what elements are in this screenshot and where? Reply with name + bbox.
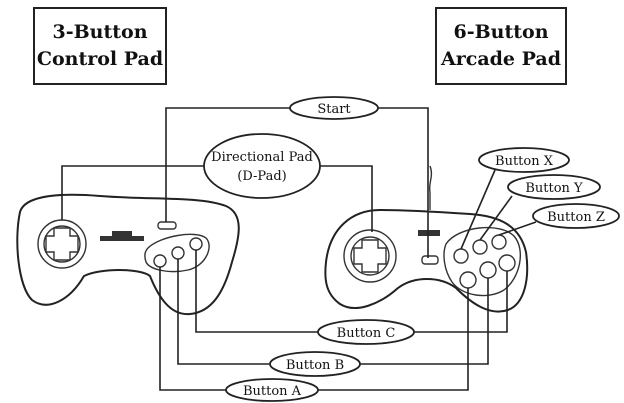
button-x-label: Button X xyxy=(495,154,554,169)
three-button-dpad-ring-inner xyxy=(43,225,81,263)
button-y-oval xyxy=(507,174,601,200)
label-button-z: Button Z xyxy=(532,203,620,229)
label-button-y: Button Y xyxy=(507,174,601,200)
button-b-line-left xyxy=(177,259,270,365)
three-button-box-frame xyxy=(33,7,167,85)
dpad-oval xyxy=(203,133,321,199)
start-oval xyxy=(289,96,379,120)
button-y-line xyxy=(479,195,513,241)
six-button-title-line1: 6-Button xyxy=(453,21,548,43)
label-button-a: Button A xyxy=(225,378,319,402)
three-button-controller xyxy=(16,193,240,316)
button-c-line-right xyxy=(414,271,508,333)
button-x-line xyxy=(460,169,496,250)
dpad-line-right xyxy=(320,165,373,232)
button-c-line-left xyxy=(195,250,318,333)
three-button-logo-bar-top xyxy=(112,231,132,236)
label-start: Start xyxy=(289,96,379,120)
three-button-controller-body xyxy=(16,193,240,316)
start-line-left xyxy=(165,107,290,222)
label-button-c: Button C xyxy=(317,319,415,345)
six-button-controller-body xyxy=(324,208,529,313)
six-button-box: 6-Button Arcade Pad xyxy=(435,7,567,85)
button-a-oval xyxy=(225,378,319,402)
button-a-line-right xyxy=(318,288,469,391)
three-button-start-icon xyxy=(157,221,177,230)
three-button-face-panel xyxy=(144,233,210,273)
button-x-oval xyxy=(478,147,570,173)
six-button-title-line2: Arcade Pad xyxy=(440,48,561,70)
six-button-dpad-ring xyxy=(343,229,397,283)
three-button-title-line1: 3-Button xyxy=(52,21,147,43)
six-button-logo xyxy=(418,230,440,236)
six-button-start-icon xyxy=(421,255,439,265)
start-label: Start xyxy=(317,102,351,117)
dpad-line-left xyxy=(61,165,205,220)
six-button-cable-curl xyxy=(428,165,433,193)
button-b-oval xyxy=(269,351,361,377)
six-button-box-frame xyxy=(435,7,567,85)
label-dpad: Directional Pad (D-Pad) xyxy=(203,133,321,199)
three-button-box: 3-Button Control Pad xyxy=(33,7,167,85)
three-button-title-line2: Control Pad xyxy=(37,48,163,70)
dpad-label-line1: Directional Pad xyxy=(211,150,313,165)
button-z-line xyxy=(498,221,537,236)
button-y-label: Button Y xyxy=(525,181,583,196)
button-z-label: Button Z xyxy=(547,210,605,225)
start-line-right xyxy=(378,107,429,258)
button-c-oval xyxy=(317,319,415,345)
six-button-dpad-cross xyxy=(353,239,387,273)
button-c-label: Button C xyxy=(337,326,396,341)
three-button-dpad-cross xyxy=(45,227,79,261)
six-button-dpad-ring-inner xyxy=(350,236,390,276)
dpad-label-line2: (D-Pad) xyxy=(237,169,286,184)
six-button-controller xyxy=(324,165,529,313)
button-a-line-left xyxy=(159,267,226,391)
connector-lines xyxy=(61,107,537,391)
button-b-line-right xyxy=(360,278,489,365)
button-b-label: Button B xyxy=(286,358,344,373)
label-button-b: Button B xyxy=(269,351,361,377)
button-z-oval xyxy=(532,203,620,229)
three-button-logo-bar xyxy=(100,236,144,241)
button-a-label: Button A xyxy=(243,384,302,399)
label-button-x: Button X xyxy=(478,147,570,173)
